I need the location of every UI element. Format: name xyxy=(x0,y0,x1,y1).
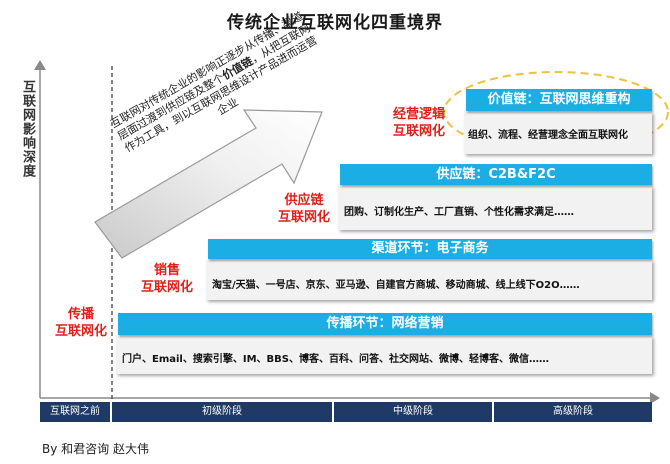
stage3-red-label: 供应链互联网化 xyxy=(277,193,330,225)
footer-credit: By 和君咨询 赵大伟 xyxy=(42,442,149,456)
stage1-red-label: 传播互联网化 xyxy=(54,307,107,339)
stage4-box xyxy=(464,112,652,154)
trend-arrow xyxy=(94,109,323,259)
stage1-box xyxy=(116,336,652,374)
stage4-red-label: 经营逻辑互联网化 xyxy=(392,107,445,139)
stage1-description: 门户、Email、搜索引擎、IM、BBS、博客、百科、问答、社交网站、微博、轻博… xyxy=(122,354,549,365)
stage2-header: 渠道环节：电子商务 xyxy=(208,239,652,259)
highlight-ellipse xyxy=(443,71,669,153)
stage3-box xyxy=(338,186,652,230)
stage2-description: 淘宝/天猫、一号店、京东、亚马逊、自建官方商城、移动商城、线上线下O2O…… xyxy=(212,280,580,291)
x-axis-cell-before: 互联网之前 xyxy=(40,402,110,422)
x-axis-cell-primary: 初级阶段 xyxy=(112,402,332,422)
stage2-box xyxy=(206,260,652,300)
stage4-header: 价值链：互联网思维重构 xyxy=(466,89,652,111)
diagram-title: 传统企业互联网化四重境界 xyxy=(227,13,443,33)
stage3-header: 供应链：C2B&F2C xyxy=(340,164,652,185)
stage3-description: 团购、订制化生产、工厂直销、个性化需求满足…… xyxy=(344,207,574,218)
x-axis-arrowhead xyxy=(650,392,660,404)
x-axis-cell-intermediate: 中级阶段 xyxy=(334,402,492,422)
y-axis-label: 互联网影响深度 xyxy=(20,80,35,178)
y-axis-arrowhead xyxy=(34,60,46,70)
stage2-red-label: 销售互联网化 xyxy=(140,263,193,295)
stage4-description: 组织、流程、经营理念全面互联网化 xyxy=(468,130,628,141)
x-axis-cell-advanced: 高级阶段 xyxy=(494,402,652,422)
stage1-header: 传播环节：网络营销 xyxy=(118,313,652,335)
